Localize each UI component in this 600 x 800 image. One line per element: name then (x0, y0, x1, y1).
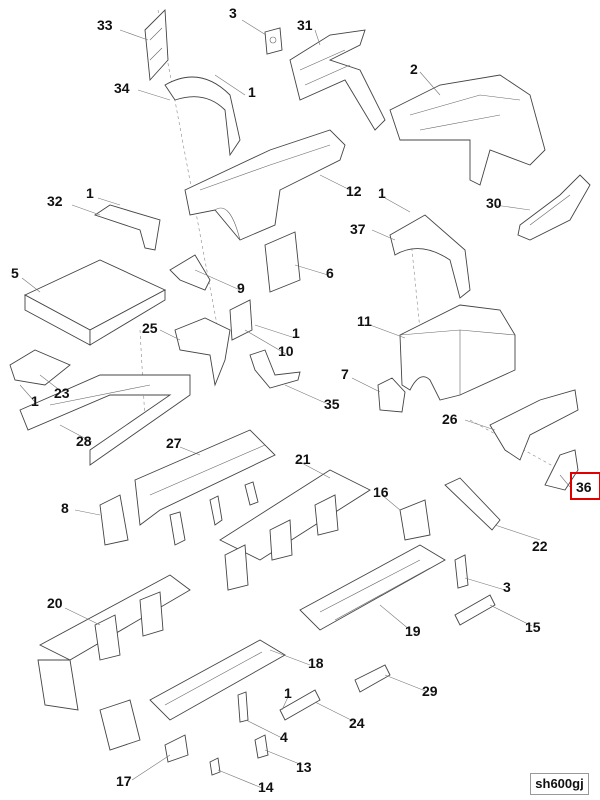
part-7 (377, 377, 406, 413)
part-27 (134, 429, 276, 546)
label-11: 11 (357, 313, 372, 329)
label-2: 2 (410, 61, 418, 77)
label-9: 9 (237, 280, 245, 296)
part-34 (164, 76, 241, 157)
label-23: 23 (54, 385, 70, 401)
label-4: 4 (280, 729, 288, 745)
label-1: 1 (86, 185, 94, 201)
part-36 (544, 449, 579, 491)
part-33 (144, 8, 169, 82)
label-1: 1 (248, 84, 256, 100)
part-17 (99, 699, 189, 763)
label-3: 3 (503, 579, 511, 595)
label-1: 1 (31, 393, 39, 409)
part-28 (19, 374, 191, 466)
highlight-box (570, 472, 600, 500)
part-9 (169, 254, 211, 291)
part-16 (399, 499, 431, 541)
label-20: 20 (47, 595, 63, 611)
label-16: 16 (373, 484, 389, 500)
label-13: 13 (296, 759, 312, 775)
label-21: 21 (295, 451, 311, 467)
label-25: 25 (142, 320, 158, 336)
part-19 (299, 544, 446, 631)
part-29 (354, 664, 391, 693)
label-34: 34 (114, 80, 130, 96)
label-18: 18 (308, 655, 324, 671)
part-25 (174, 317, 231, 387)
part-23 (9, 349, 71, 386)
part-30 (517, 174, 591, 241)
part-22 (444, 477, 501, 531)
label-30: 30 (486, 195, 502, 211)
label-6: 6 (326, 265, 334, 281)
label-1: 1 (292, 325, 300, 341)
part-21 (219, 469, 371, 591)
part-26 (489, 389, 579, 461)
label-35: 35 (324, 396, 340, 412)
label-26: 26 (442, 411, 458, 427)
part-11 (399, 304, 516, 401)
label-27: 27 (166, 435, 182, 451)
part-37 (389, 214, 471, 299)
part-12 (184, 129, 346, 241)
part-4 (237, 691, 249, 723)
label-33: 33 (97, 17, 113, 33)
label-8: 8 (61, 500, 69, 516)
drawing-code: sh600gj (530, 773, 589, 795)
label-17: 17 (116, 773, 132, 789)
part-2 (389, 74, 546, 186)
part-15 (454, 594, 496, 626)
part-18 (149, 639, 286, 721)
label-14: 14 (258, 779, 274, 795)
part-3-lower (454, 554, 469, 589)
label-28: 28 (76, 433, 92, 449)
label-37: 37 (350, 221, 366, 237)
label-31: 31 (297, 17, 313, 33)
part-3-bracket (264, 27, 283, 55)
label-36-highlighted: 36 (576, 479, 592, 495)
part-13 (254, 734, 269, 759)
label-32: 32 (47, 193, 63, 209)
part-24 (279, 689, 321, 721)
label-3: 3 (229, 5, 237, 21)
part-14 (209, 757, 221, 776)
label-7: 7 (341, 366, 349, 382)
part-31 (289, 29, 386, 131)
label-10: 10 (278, 343, 294, 359)
part-5 (23, 259, 167, 346)
part-6 (264, 231, 301, 293)
label-15: 15 (525, 619, 541, 635)
part-35 (249, 349, 301, 389)
part-32 (93, 204, 161, 251)
label-1: 1 (378, 185, 386, 201)
part-20 (37, 574, 191, 711)
label-22: 22 (532, 538, 548, 554)
label-19: 19 (405, 623, 421, 639)
part-8 (99, 494, 129, 546)
label-29: 29 (422, 683, 438, 699)
label-5: 5 (11, 265, 19, 281)
part-10 (229, 299, 253, 341)
label-24: 24 (349, 715, 365, 731)
label-12: 12 (346, 183, 362, 199)
label-1: 1 (284, 685, 292, 701)
